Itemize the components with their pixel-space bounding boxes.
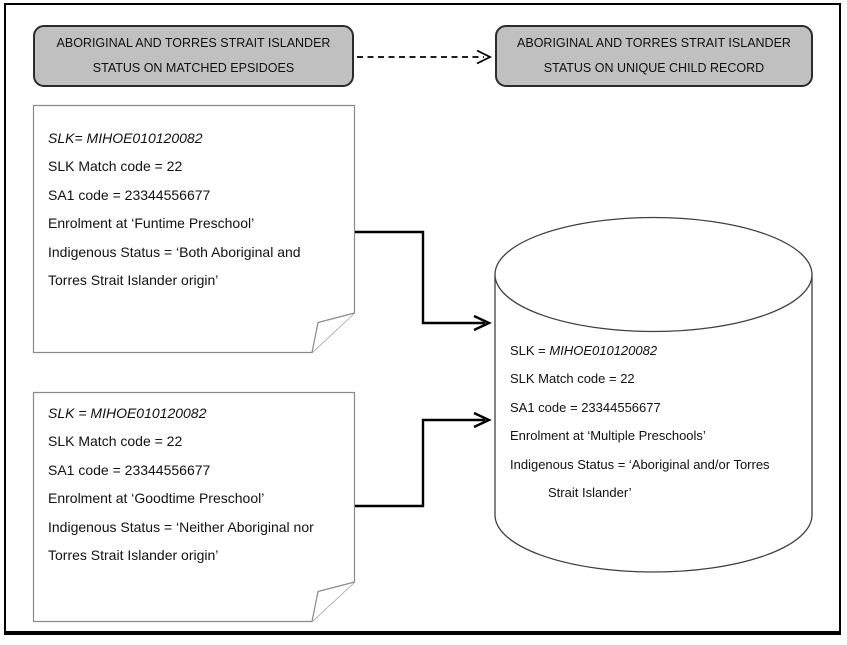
slk-line: SLK = MIHOE010120082 — [48, 405, 207, 421]
slk-value: MIHOE010120082 — [549, 343, 658, 358]
enrolment-line: Enrolment at ‘Funtime Preschool’ — [48, 215, 255, 232]
indigenous-status-line-2: Torres Strait Islander origin’ — [48, 547, 219, 564]
page-frame — [4, 3, 841, 635]
dashed-connector-arrow — [357, 49, 493, 65]
enrolment-line: Enrolment at ‘Goodtime Preschool’ — [48, 490, 265, 507]
sa1-code-line: SA1 code = 23344556677 — [48, 461, 211, 478]
episode-record-2-text: SLK = MIHOE010120082 SLK Match code = 22… — [48, 399, 314, 569]
connector-arrow-episode1 — [355, 230, 492, 332]
child-record-text: SLK = MIHOE010120082 SLK Match code = 22… — [510, 337, 770, 507]
header-matched-line1: ABORIGINAL AND TORRES STRAIT ISLANDER — [56, 36, 331, 50]
slk-match-code-line: SLK Match code = 22 — [510, 371, 635, 387]
episode-record-2-document — [32, 391, 356, 623]
cylinder-top — [494, 216, 813, 333]
header-unique-line2: STATUS ON UNIQUE CHILD RECORD — [543, 61, 765, 75]
sa1-code-line: SA1 code = 23344556677 — [510, 399, 661, 415]
header-unique-line1: ABORIGINAL AND TORRES STRAIT ISLANDER — [517, 36, 791, 50]
indigenous-status-line-1: Indigenous Status = ‘Aboriginal and/or T… — [510, 456, 770, 472]
arrowhead-icon — [473, 314, 492, 332]
folded-corner-icon — [311, 312, 355, 353]
folded-corner-icon — [311, 581, 355, 622]
cylinder-body — [494, 274, 813, 573]
slk-line: SLK= MIHOE010120082 — [48, 130, 203, 146]
indigenous-status-line-2: Torres Strait Islander origin’ — [48, 272, 219, 289]
database-cylinder — [494, 216, 813, 573]
episode-record-1-document — [32, 104, 356, 354]
flow-header-matched-episodes: ABORIGINAL AND TORRES STRAIT ISLANDER ST… — [33, 25, 354, 87]
arrowhead-icon — [473, 411, 492, 429]
episode-record-1-text: SLK= MIHOE010120082 SLK Match code = 22 … — [48, 124, 301, 294]
indigenous-status-line-1: Indigenous Status = ‘Neither Aboriginal … — [48, 518, 314, 535]
indigenous-status-line-1: Indigenous Status = ‘Both Aboriginal and — [48, 243, 301, 260]
slk-match-code-line: SLK Match code = 22 — [48, 158, 183, 175]
slk-line: SLK = MIHOE010120082 — [510, 337, 770, 365]
dashed-arrowhead-icon — [476, 49, 493, 65]
slk-label: SLK = — [510, 343, 550, 358]
connector-arrow-episode2 — [355, 411, 492, 508]
flow-header-unique-child-record: ABORIGINAL AND TORRES STRAIT ISLANDER ST… — [495, 25, 813, 87]
indigenous-status-line-2: Strait Islander’ — [548, 485, 632, 501]
header-matched-line2: STATUS ON MATCHED EPSIDOES — [92, 61, 295, 75]
enrolment-line: Enrolment at ‘Multiple Preschools’ — [510, 428, 706, 444]
sa1-code-line: SA1 code = 23344556677 — [48, 186, 211, 203]
slk-match-code-line: SLK Match code = 22 — [48, 433, 183, 450]
